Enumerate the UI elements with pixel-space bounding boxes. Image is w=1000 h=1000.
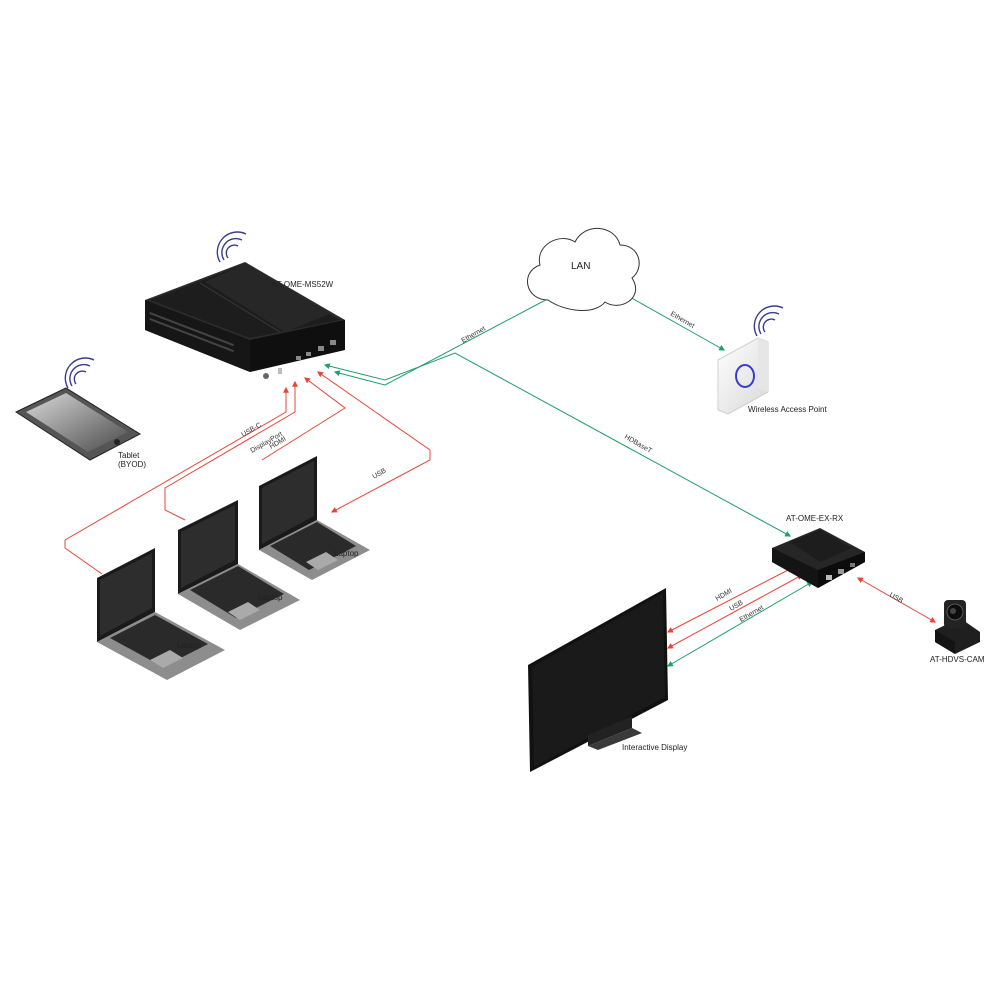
lan-cloud: LAN	[527, 227, 640, 311]
laptop-1-label: Laptop	[177, 641, 202, 650]
laptop-3: Laptop	[259, 456, 370, 580]
display-label: Interactive Display	[622, 743, 687, 752]
cable-label-hdbaset: HDBaseT	[623, 434, 653, 456]
receiver-device: AT-OME-EX-RX	[772, 514, 865, 588]
cable-usb-camera	[856, 577, 937, 623]
cable-label-lan-wap: Ethernet	[669, 311, 695, 330]
tablet-label-line1: Tablet	[118, 451, 140, 460]
receiver-label: AT-OME-EX-RX	[786, 514, 844, 523]
cable-switch-lan	[333, 294, 557, 386]
cable-usb-laptop	[317, 371, 431, 513]
cable-usb-display	[666, 574, 804, 649]
interactive-display: Interactive Display	[528, 588, 687, 772]
cable-label-usbc: USB-C	[241, 422, 263, 439]
laptop-1: Laptop	[97, 548, 225, 680]
switcher-device: AT-OME-MS52W	[145, 231, 345, 379]
cable-displayport	[164, 380, 298, 521]
cable-ethernet-display	[666, 581, 814, 667]
laptop-3-label: Laptop	[334, 549, 359, 558]
tablet-label-line2: (BYOD)	[118, 460, 146, 469]
switcher-label: AT-OME-MS52W	[272, 280, 334, 289]
cable-usbc	[64, 386, 289, 575]
tablet-device: Tablet (BYOD)	[14, 357, 146, 469]
cables	[64, 294, 937, 667]
cable-lan-wap	[626, 295, 726, 351]
laptop-2-label: Laptop	[258, 593, 283, 602]
wireless-access-point: Wireless Access Point	[717, 305, 827, 415]
camera-label: AT-HDVS-CAM	[930, 655, 985, 664]
cable-hdmi-display	[666, 567, 794, 633]
camera-device: AT-HDVS-CAM	[930, 600, 985, 664]
wifi-icon	[64, 357, 95, 389]
cable-label-hdmi-display: HDMI	[715, 588, 734, 603]
wifi-icon	[216, 231, 247, 263]
cable-label-switch-lan: Ethernet	[461, 325, 487, 344]
wap-label: Wireless Access Point	[748, 405, 827, 414]
laptop-2: Laptop	[178, 500, 300, 630]
cable-label-usb-laptop: USB	[372, 467, 388, 480]
lan-label: LAN	[571, 261, 590, 272]
wifi-icon	[753, 305, 784, 337]
cable-hdbaset	[323, 352, 792, 537]
